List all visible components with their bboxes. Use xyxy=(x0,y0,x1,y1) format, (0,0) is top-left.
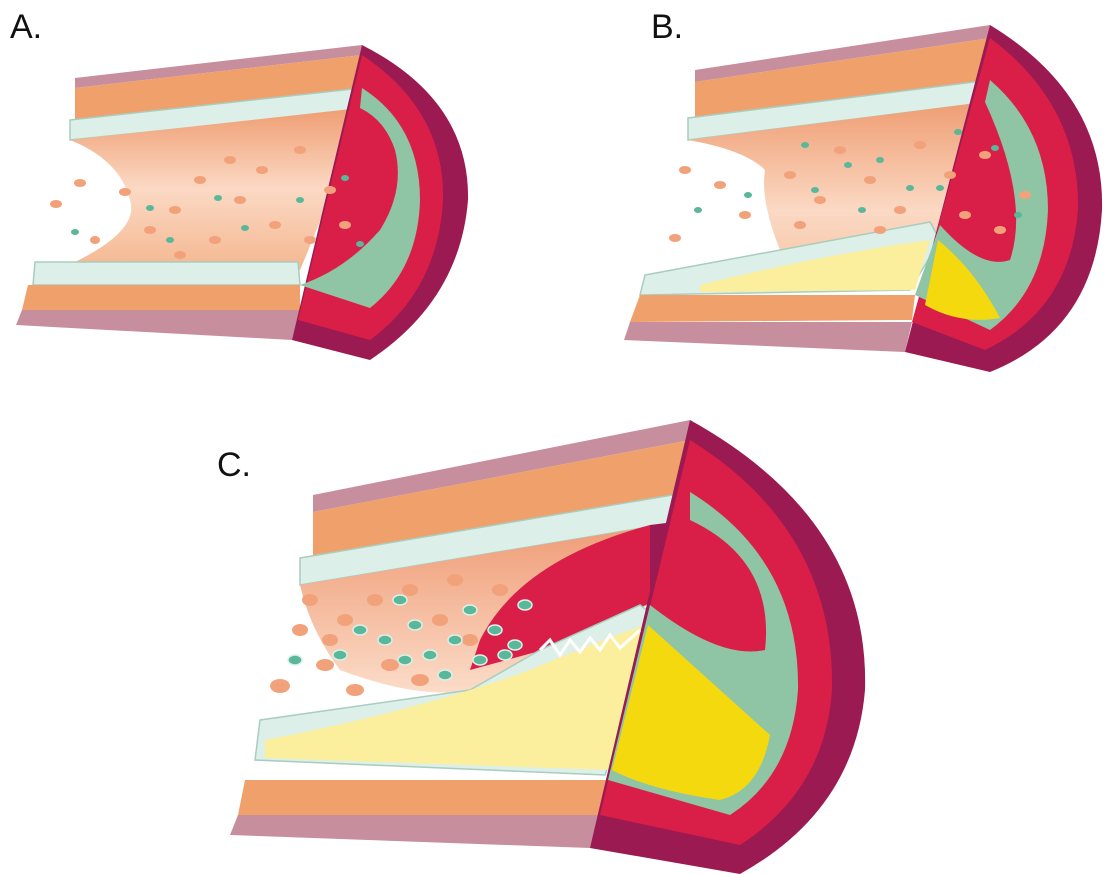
adventitia-bottom-c xyxy=(230,815,600,848)
adventitia-bottom-a xyxy=(16,310,300,340)
media-bottom-b xyxy=(630,295,915,322)
artery-panel-b xyxy=(624,25,1102,372)
adventitia-bottom-b xyxy=(624,322,912,352)
media-bottom-a xyxy=(22,285,300,310)
endothelium-bottom-a xyxy=(33,262,300,285)
media-bottom-c xyxy=(238,780,608,815)
artery-panel-a xyxy=(16,45,468,360)
artery-panel-c xyxy=(230,420,865,874)
